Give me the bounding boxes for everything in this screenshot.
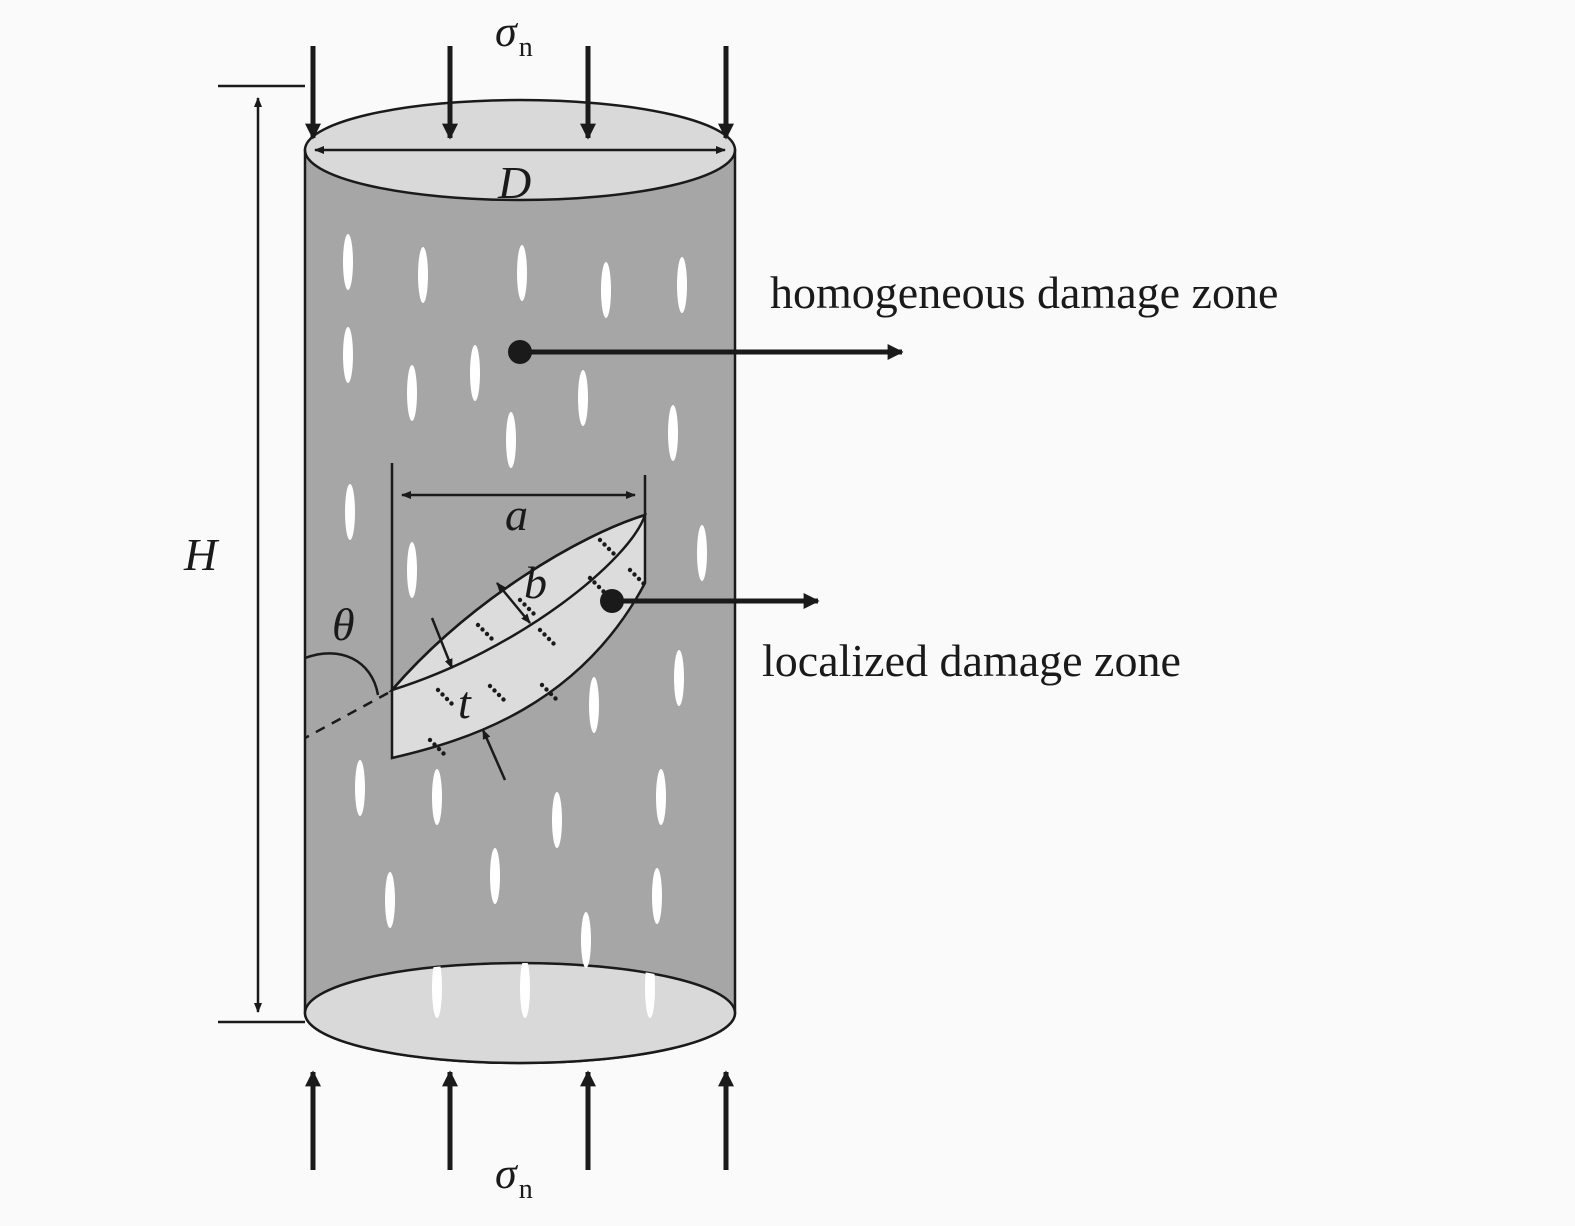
crack-mark xyxy=(506,412,516,468)
crack-mark xyxy=(578,370,588,426)
crack-dot xyxy=(606,546,612,552)
width-b-label: b xyxy=(524,557,547,608)
crack-dot xyxy=(480,627,485,632)
crack-dot xyxy=(641,581,646,586)
dimension-b-arrow xyxy=(496,582,531,624)
crack-dot xyxy=(501,697,506,702)
crack-dot xyxy=(441,751,446,756)
crack-dot xyxy=(627,567,633,573)
crack-mark xyxy=(432,769,442,825)
crack-dot xyxy=(636,576,642,582)
angle-theta-arc xyxy=(304,652,380,696)
crack-dot xyxy=(475,622,481,628)
crack-mark xyxy=(490,848,500,904)
bottom-face-crack-marks xyxy=(432,963,655,1018)
homogeneous-pointer-dot xyxy=(508,340,532,364)
bottom-face-hidden-edge xyxy=(304,962,736,1014)
crack-dot xyxy=(546,636,552,642)
crack-dot xyxy=(436,746,442,752)
crack-mark xyxy=(601,262,611,318)
crack-mark xyxy=(470,345,480,401)
homogeneous-crack-marks xyxy=(343,234,707,968)
sigma-bottom-label: σn xyxy=(495,1149,533,1205)
cylinder-bottom-face xyxy=(303,961,737,1065)
crack-dot xyxy=(484,631,490,637)
load-arrows xyxy=(305,46,734,1170)
crack-dot xyxy=(517,597,523,603)
crack-dot xyxy=(440,692,445,697)
crack-mark xyxy=(652,868,662,924)
localized-zone-label: localized damage zone xyxy=(762,635,1181,686)
crack-mark xyxy=(385,872,395,928)
homogeneous-zone-label: homogeneous damage zone xyxy=(770,267,1278,318)
crack-dot xyxy=(449,701,454,706)
crack-dot xyxy=(492,688,497,693)
crack-dot xyxy=(544,687,549,692)
crack-dot xyxy=(596,584,602,590)
length-a-label: a xyxy=(505,489,528,540)
crack-mark xyxy=(552,792,562,848)
sigma-top-label: σn xyxy=(495,7,533,63)
crack-dot xyxy=(611,551,616,556)
crack-dot xyxy=(531,611,536,616)
localized-pointer-dot xyxy=(600,589,624,613)
angle-label: θ xyxy=(332,599,355,650)
crack-dot xyxy=(444,696,450,702)
crack-dot xyxy=(602,542,607,547)
thickness-t-label: t xyxy=(458,677,472,728)
crack-dot xyxy=(548,691,554,697)
crack-dot xyxy=(537,627,543,633)
crack-mark xyxy=(432,963,442,1018)
crack-mark xyxy=(589,677,599,733)
angle-dashed-extension xyxy=(304,691,389,740)
crack-mark xyxy=(656,769,666,825)
crack-dot xyxy=(489,636,494,641)
crack-mark xyxy=(517,245,527,301)
crack-dot xyxy=(551,641,556,646)
crack-mark xyxy=(355,760,365,816)
crack-dot xyxy=(496,692,502,698)
crack-dot xyxy=(542,632,547,637)
crack-mark xyxy=(677,257,687,313)
crack-mark xyxy=(343,234,353,290)
crack-dot xyxy=(587,575,593,581)
crack-mark xyxy=(697,525,707,581)
height-label: H xyxy=(183,529,220,580)
crack-mark xyxy=(407,542,417,598)
crack-mark xyxy=(418,247,428,303)
crack-dot xyxy=(592,580,597,585)
dimension-t-upper-arrow xyxy=(430,617,454,669)
crack-mark xyxy=(581,912,591,968)
crack-dot xyxy=(597,537,603,543)
crack-dot xyxy=(427,737,433,743)
crack-dot xyxy=(539,682,545,688)
crack-dot xyxy=(553,696,558,701)
crack-mark xyxy=(668,405,678,461)
crack-dot xyxy=(435,687,441,693)
crack-dot xyxy=(432,742,437,747)
crack-mark xyxy=(674,650,684,706)
diameter-label: D xyxy=(497,157,531,208)
crack-mark xyxy=(407,365,417,421)
crack-dot xyxy=(487,683,493,689)
dimension-t-lower-arrow xyxy=(481,729,507,781)
crack-mark xyxy=(343,327,353,383)
crack-dot xyxy=(632,572,637,577)
crack-mark xyxy=(345,484,355,540)
crack-mark xyxy=(520,963,530,1018)
